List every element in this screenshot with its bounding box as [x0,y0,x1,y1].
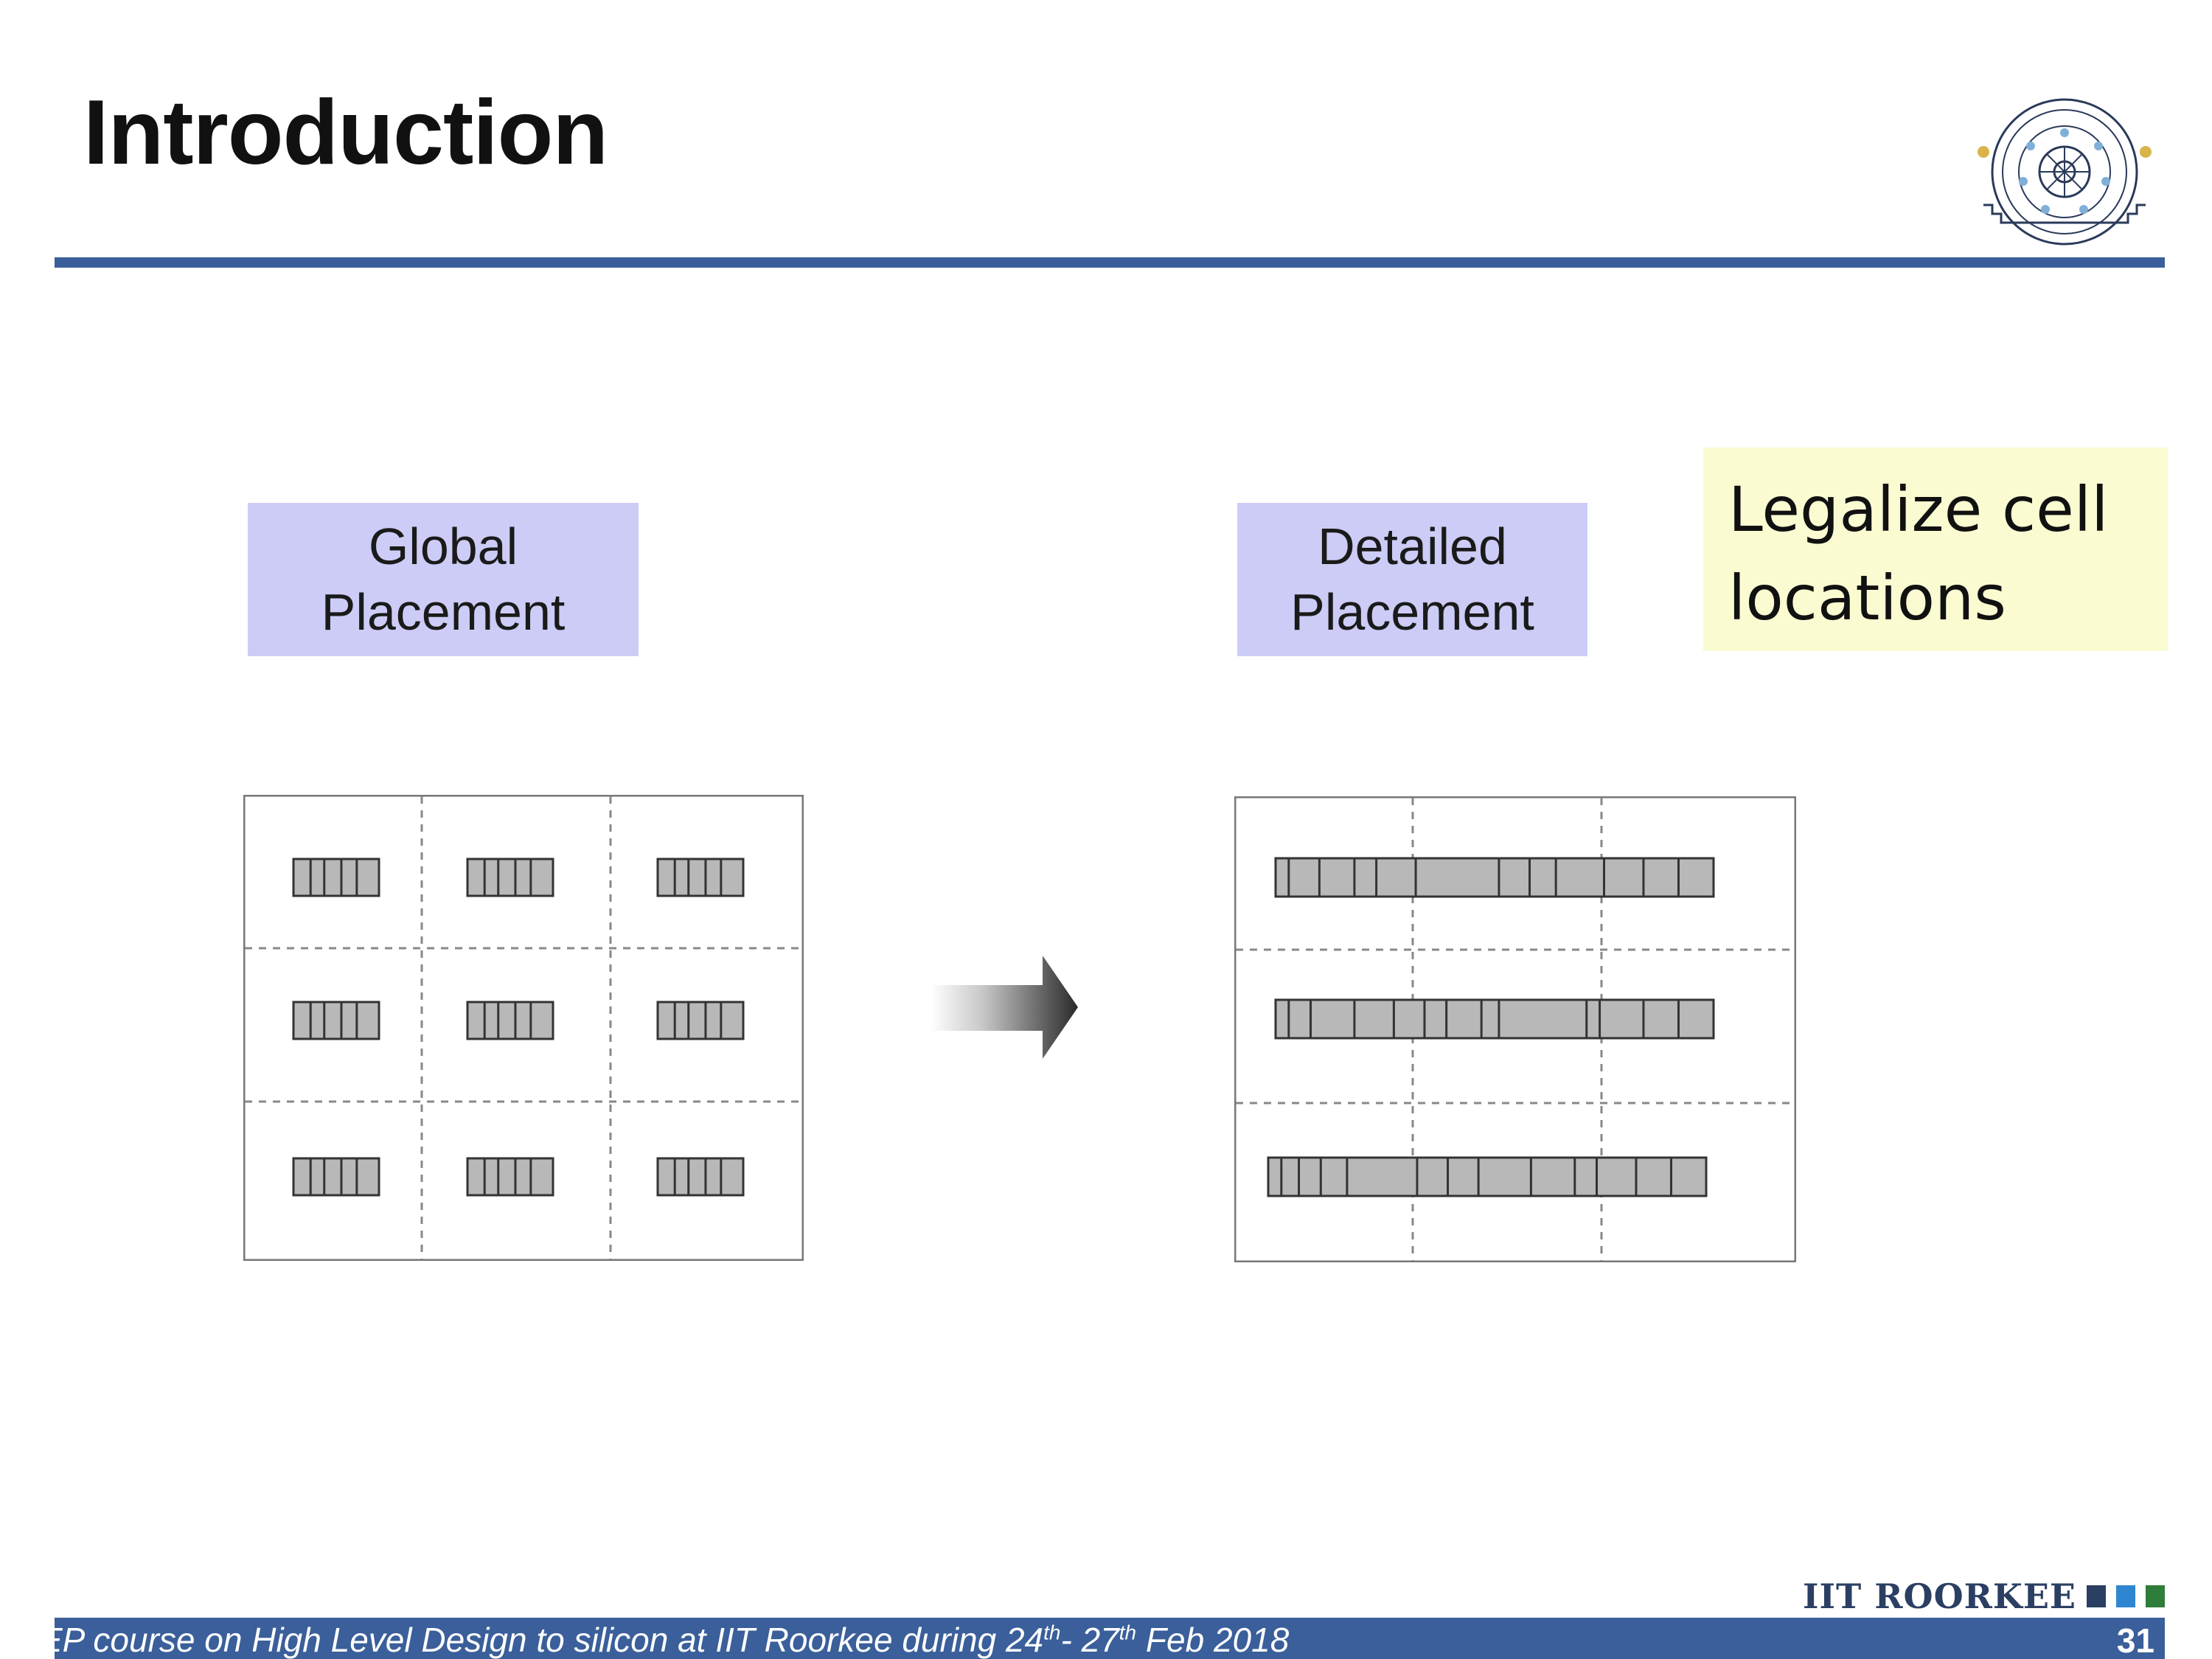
footer-course-text: EP course on High Level Design to silico… [55,1621,1290,1659]
slide-title: Introduction [83,82,608,184]
brand-square-green [2146,1585,2165,1607]
cell-cluster [292,858,380,897]
legalize-callout: Legalize cell locations [1703,448,2168,651]
cell-cluster [292,1001,380,1040]
cell-row [1274,857,1715,898]
footer-bar: EP course on High Level Design to silico… [55,1618,2165,1659]
global-placement-label: Global Placement [248,503,639,656]
callout-line-1: Legalize cell [1728,473,2109,546]
page-number: 31 [2116,1621,2154,1659]
callout-line-2: locations [1728,562,2007,634]
detailed-placement-grid [1234,796,1796,1262]
cell-cluster [466,1001,554,1040]
cell-row [1267,1156,1708,1197]
global-placement-line-1: Global [368,518,518,575]
global-placement-line-2: Placement [321,583,566,641]
cell-cluster [656,858,745,897]
institute-seal-logo [1978,98,2152,246]
detailed-placement-line-2: Placement [1290,583,1534,641]
global-placement-grid [243,795,804,1261]
cell-cluster [466,1157,554,1197]
cell-cluster [656,1157,745,1197]
detailed-placement-label: Detailed Placement [1237,503,1587,656]
cell-row [1274,998,1715,1040]
header-divider [55,257,2165,268]
cell-cluster [656,1001,745,1040]
iit-roorkee-brand: IIT ROORKEE [1799,1576,2165,1616]
brand-text: IIT ROORKEE [1803,1576,2076,1616]
brand-square-navy [2087,1585,2106,1607]
cell-cluster [466,858,554,897]
cell-cluster [292,1157,380,1197]
brand-square-blue [2116,1585,2135,1607]
detailed-placement-line-1: Detailed [1318,518,1507,575]
right-arrow-icon [931,956,1078,1059]
